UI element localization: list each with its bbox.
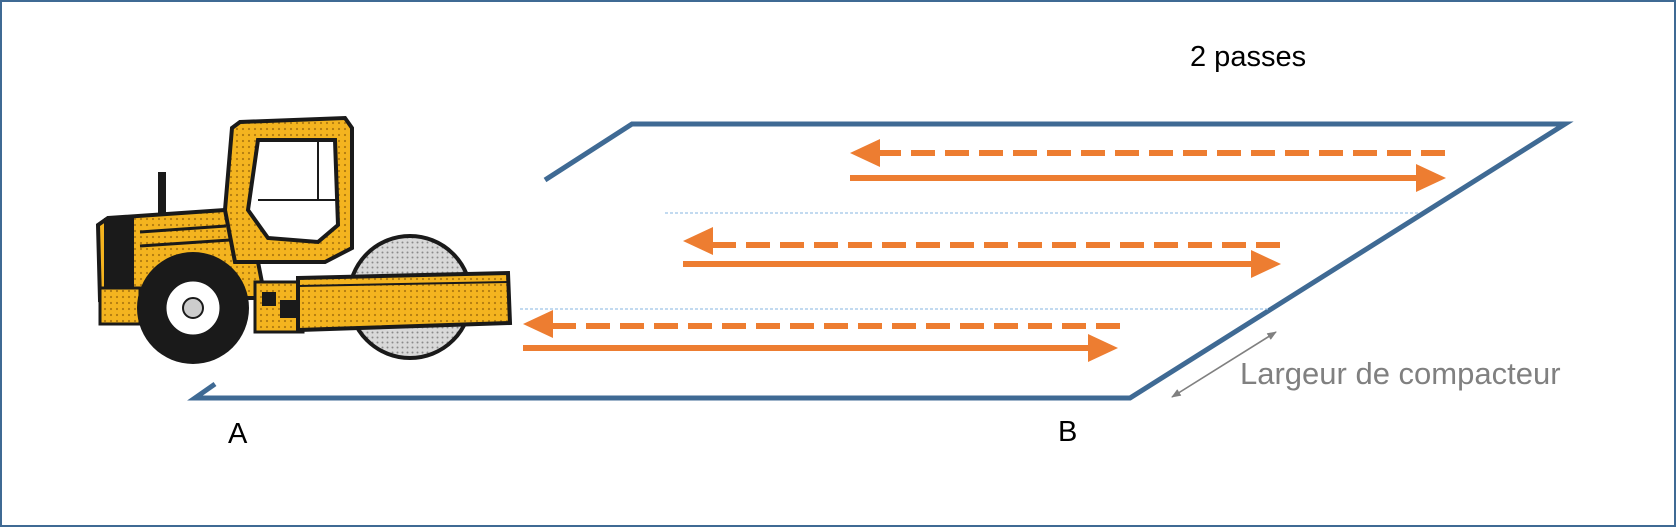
diagram-title: 2 passes: [1190, 41, 1307, 73]
surface-outline-back: [187, 121, 1574, 401]
forward-arrowhead: [1088, 334, 1118, 362]
lane-3-passes: [523, 310, 1120, 362]
return-arrowhead: [683, 227, 713, 255]
point-a-label: A: [228, 418, 248, 450]
compactor-width-label: Largeur de compacteur: [1240, 356, 1561, 391]
width-dimension-arrow: [1171, 331, 1277, 398]
lane-1-passes: [850, 139, 1446, 192]
return-arrowhead: [850, 139, 880, 167]
road-roller-icon: [95, 115, 513, 364]
lane-2-passes: [683, 227, 1281, 278]
forward-arrowhead: [1251, 250, 1281, 278]
return-arrowhead: [523, 310, 553, 338]
point-b-label: B: [1058, 416, 1078, 448]
forward-arrowhead: [1416, 164, 1446, 192]
compaction-surface: [187, 121, 1574, 401]
